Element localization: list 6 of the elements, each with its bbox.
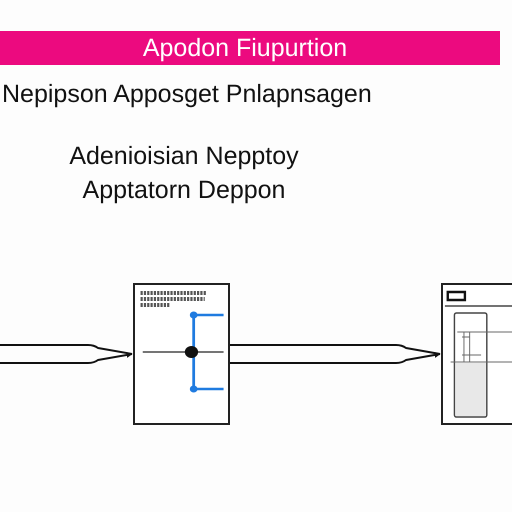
arrow <box>229 344 441 364</box>
arrow <box>0 344 133 364</box>
heading-text: Nepipson Apposget Pnlapnsagen <box>2 79 373 110</box>
heading-text: Adenioisian Nepptoy Apptatorn Deppon <box>68 141 300 206</box>
title-banner: Apodon Fiupurtion <box>0 31 500 65</box>
document-card <box>133 283 230 425</box>
